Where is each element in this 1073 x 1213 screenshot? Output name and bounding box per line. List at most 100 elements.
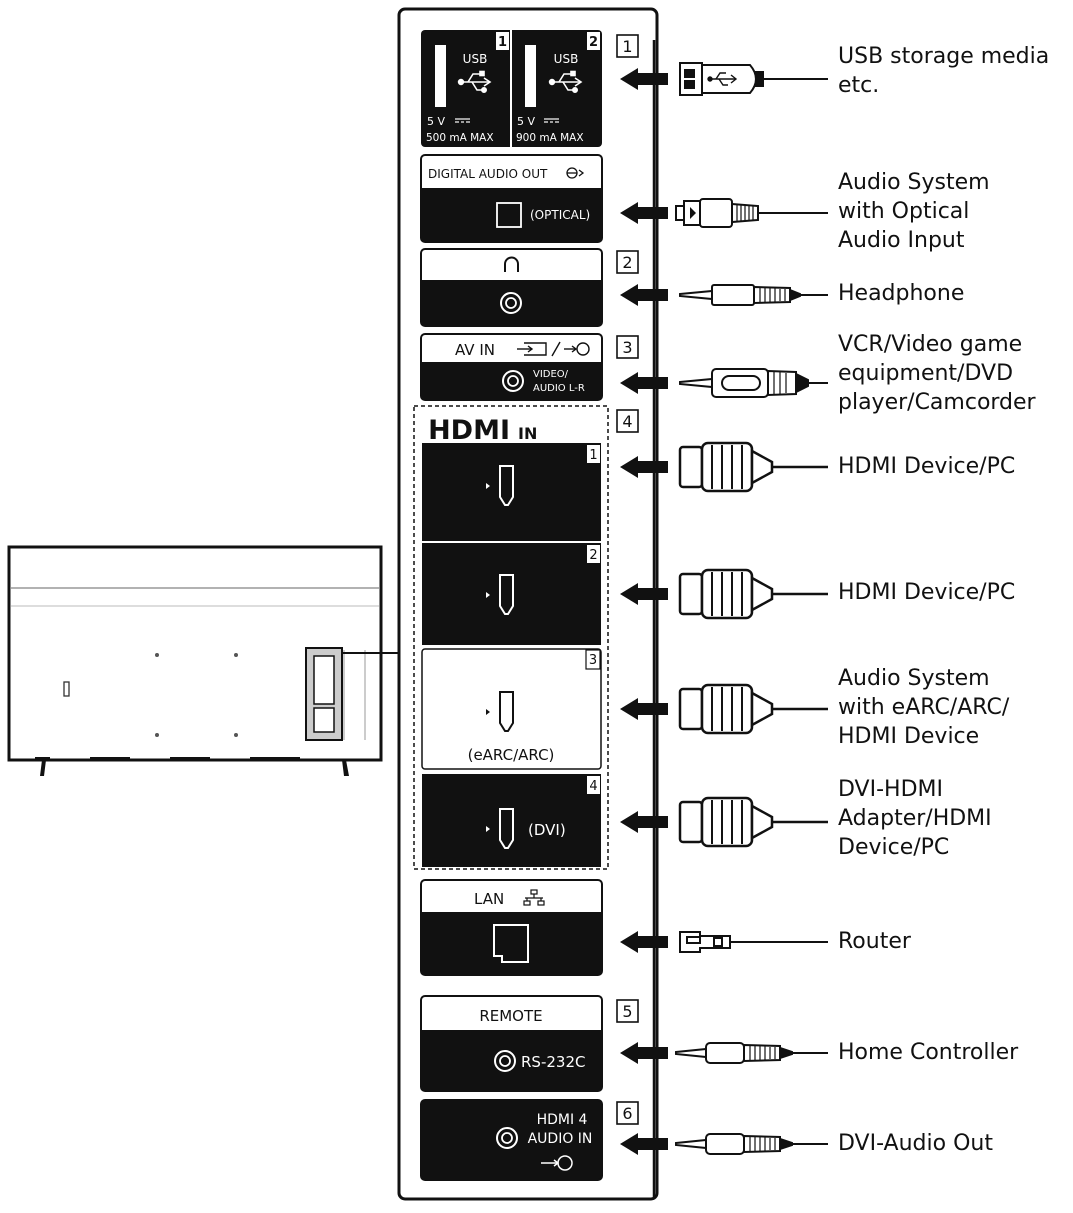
arrow-8 bbox=[620, 811, 668, 833]
av-in-label-2: AUDIO L-R bbox=[533, 383, 585, 394]
hdmi-port-4-panel bbox=[422, 774, 601, 867]
hdmi-port-icon bbox=[499, 691, 514, 732]
usb-port-2-number: 2 bbox=[589, 35, 598, 50]
optical-port-label: (OPTICAL) bbox=[530, 208, 590, 222]
device-label-headphone: Headphone bbox=[838, 281, 965, 306]
arrow-7 bbox=[620, 698, 668, 720]
av-in-title: AV IN bbox=[455, 341, 495, 359]
usb-port-1-label: USB bbox=[463, 52, 488, 66]
hdmi-audio-line-1: HDMI 4 bbox=[537, 1112, 588, 1128]
digital-audio-title: DIGITAL AUDIO OUT bbox=[428, 167, 548, 181]
arrow-4 bbox=[620, 372, 668, 394]
av-in-label-1: VIDEO/ bbox=[533, 369, 569, 380]
optical-cable-plug bbox=[675, 198, 828, 228]
dvi-audio-cable-plug bbox=[675, 1133, 828, 1155]
callout-3: 3 bbox=[622, 338, 632, 357]
lan-cable-plug bbox=[679, 931, 828, 953]
arrow-2 bbox=[620, 202, 668, 224]
device-label-usb-storage: USB storage media etc. bbox=[838, 44, 1050, 98]
hdmi-cable-plug-4 bbox=[678, 796, 828, 848]
remote-cable-plug bbox=[675, 1042, 828, 1064]
hdmi-port-2-panel bbox=[422, 543, 601, 645]
hdmi-port-3-note: (eARC/ARC) bbox=[468, 746, 555, 764]
hdmi-group: HDMI IN 1 2 3 (eARC/ARC) 4 (DVI) bbox=[413, 405, 609, 870]
arrow-3 bbox=[620, 284, 668, 306]
hdmi-in-label: IN bbox=[518, 424, 537, 443]
usb-port-2 bbox=[525, 45, 536, 107]
callout-5: 5 bbox=[622, 1002, 632, 1021]
headphone-cable-plug bbox=[679, 284, 828, 306]
output-icon bbox=[566, 167, 585, 179]
usb-port-1-current: 500 mA MAX bbox=[426, 132, 494, 144]
device-label-hdmi-2: HDMI Device/PC bbox=[838, 580, 1016, 605]
callout-number-boxes: 1 2 3 4 5 6 bbox=[616, 34, 639, 1125]
arrow-1 bbox=[620, 68, 668, 90]
hdmi-audio-in-panel: HDMI 4 AUDIO IN bbox=[420, 1099, 603, 1181]
av-cable-plug bbox=[679, 368, 828, 398]
hdmi-port-icon bbox=[499, 574, 514, 615]
device-label-earc: Audio System with eARC/ARC/ HDMI Device bbox=[838, 666, 1010, 749]
usb-port-2-current: 900 mA MAX bbox=[516, 132, 584, 144]
device-label-home-controller: Home Controller bbox=[838, 1040, 1019, 1065]
jack-port-icon bbox=[500, 292, 522, 314]
hdmi-cable-plug-1 bbox=[678, 441, 828, 493]
usb-port-1-number: 1 bbox=[498, 35, 507, 50]
usb-cable-plug bbox=[679, 62, 828, 96]
hdmi-port-4-note: (DVI) bbox=[528, 821, 566, 839]
remote-panel: REMOTE RS-232C bbox=[420, 995, 603, 1092]
hdmi-port-1-panel bbox=[422, 443, 601, 541]
device-label-dvi-audio-out: DVI-Audio Out bbox=[838, 1131, 993, 1156]
usb-panel: 1 2 USB USB 5 V 500 mA MAX 5 V 900 mA MA… bbox=[421, 30, 602, 147]
arrow-6 bbox=[620, 583, 668, 605]
hdmi-cable-plug-3 bbox=[678, 683, 828, 735]
hdmi-audio-line-2: AUDIO IN bbox=[528, 1131, 593, 1147]
usb-port-2-voltage: 5 V bbox=[517, 115, 535, 128]
tv-rear-view bbox=[7, 545, 402, 776]
hdmi-port-2-number: 2 bbox=[589, 548, 597, 563]
device-label-hdmi-1: HDMI Device/PC bbox=[838, 454, 1016, 479]
rj45-port-icon bbox=[493, 924, 529, 963]
callout-1: 1 bbox=[622, 37, 632, 56]
input-icon bbox=[517, 341, 590, 357]
headphone-panel bbox=[420, 248, 603, 327]
hdmi-port-3-number: 3 bbox=[589, 653, 597, 668]
remote-title: REMOTE bbox=[479, 1007, 542, 1025]
device-label-optical-audio: Audio System with Optical Audio Input bbox=[838, 170, 990, 253]
hdmi-cable-plug-2 bbox=[678, 568, 828, 620]
av-in-panel: AV IN VIDEO/ AUDIO L-R bbox=[420, 333, 603, 401]
lan-title: LAN bbox=[474, 890, 504, 908]
usb-port-1-voltage: 5 V bbox=[427, 115, 445, 128]
lan-icon bbox=[523, 889, 545, 906]
hdmi-logo: HDMI bbox=[428, 415, 510, 446]
usb-icon bbox=[457, 70, 492, 94]
callout-4: 4 bbox=[622, 412, 632, 431]
connection-arrows bbox=[620, 68, 668, 1155]
jack-port-icon bbox=[496, 1127, 518, 1149]
digital-audio-panel: DIGITAL AUDIO OUT (OPTICAL) bbox=[420, 154, 603, 243]
arrow-5 bbox=[620, 456, 668, 478]
usb-icon bbox=[548, 70, 583, 94]
lan-panel: LAN bbox=[420, 879, 603, 976]
hdmi-port-1-number: 1 bbox=[589, 448, 597, 463]
device-label-vcr: VCR/Video game equipment/DVD player/Camc… bbox=[838, 332, 1036, 415]
arrow-9 bbox=[620, 931, 668, 953]
input-icon bbox=[541, 1155, 573, 1171]
hdmi-port-icon bbox=[499, 465, 514, 506]
hdmi-port-icon bbox=[499, 808, 514, 849]
callout-6: 6 bbox=[622, 1104, 632, 1123]
hdmi-cable-plugs bbox=[678, 441, 828, 848]
jack-port-icon bbox=[502, 370, 524, 392]
hdmi-port-3-panel bbox=[421, 648, 602, 770]
device-label-router: Router bbox=[838, 929, 911, 954]
usb-port-2-label: USB bbox=[554, 52, 579, 66]
hdmi-port-4-number: 4 bbox=[589, 779, 597, 794]
rs232c-label: RS-232C bbox=[521, 1053, 585, 1071]
headphone-icon bbox=[504, 256, 519, 272]
callout-2: 2 bbox=[622, 253, 632, 272]
optical-port-icon bbox=[496, 202, 522, 228]
arrow-11 bbox=[620, 1133, 668, 1155]
usb-port-1 bbox=[435, 45, 446, 107]
arrow-10 bbox=[620, 1042, 668, 1064]
device-label-dvi-hdmi: DVI-HDMI Adapter/HDMI Device/PC bbox=[838, 777, 992, 860]
